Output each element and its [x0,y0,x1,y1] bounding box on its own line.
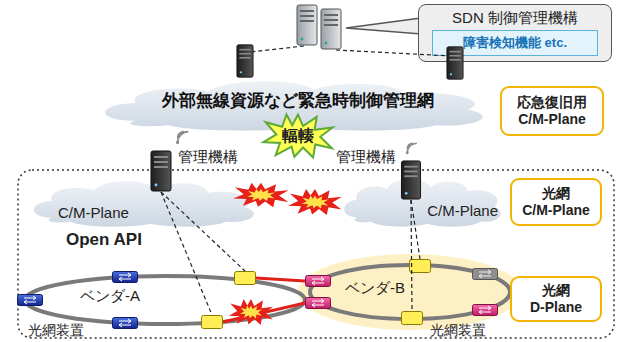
device-box [410,260,431,273]
plane-tag: 光網 D-Plane [510,276,602,322]
fault-burst [233,183,289,207]
device-label: 光網装置 [430,322,486,339]
device-box [402,312,423,325]
switch-icon [473,305,498,316]
node-text: C/M-Plane [427,202,498,220]
device-label: 光網装置 [28,322,84,339]
ring-network [310,265,510,319]
network-cloud: C/M-Plane [28,176,264,228]
fault-burst [288,189,342,215]
unit-label: 管理機構 [336,148,396,166]
vendor-b-area [298,254,522,330]
node-text: 応急復旧用 C/M-Plane [517,94,588,128]
fault-burst [229,299,273,325]
wireless-icon [406,143,417,154]
network-cloud: C/M-Plane [340,174,508,228]
api-label: Open API [66,230,142,250]
burst-outline [263,115,332,158]
vendor-label: ベンダ-B [345,279,405,297]
server-icon [151,151,171,191]
vendor-label: ベンダ-A [80,287,140,305]
congestion-burst: 輻輳 [262,113,334,159]
svg-line [161,192,212,315]
switch-icon [306,276,331,287]
cloud-shape [340,174,508,228]
svg-line [411,200,420,259]
switch-icon [306,298,331,309]
switch-icon [113,318,138,329]
switch-icon [473,269,498,280]
node-text: 輻輳 [282,126,314,145]
device-box [235,272,256,285]
callout-tail [346,18,421,34]
node-text: 外部無線資源など緊急時制御管理網 [162,91,434,111]
node-text: 障害検知機能 etc. [463,35,567,51]
cloud-outline [344,179,501,227]
server-icon [297,5,317,45]
server-icon [401,161,420,199]
svg-line [250,46,304,52]
server-icon [447,47,463,79]
cloud-outline [34,181,254,227]
link-line [256,278,305,281]
svg-line [411,200,412,311]
svg-line [336,50,452,56]
node-text: SDN 制御管理機構 [452,9,578,27]
optical-region [18,170,614,338]
dashed-links [161,46,452,315]
plane-tag: 光網 C/M-Plane [510,178,602,226]
device-box [202,316,223,329]
node-text: 光網 C/M-Plane [522,185,591,219]
node-text: 光網 D-Plane [529,282,583,316]
wireless-icon [176,132,188,144]
server-icon [237,45,253,77]
switch-icon [18,295,43,306]
unit-label: 管理機構 [178,148,238,166]
server-icon [321,9,341,49]
switch-icon [113,272,138,283]
node-text: C/M-Plane [58,204,129,222]
svg-line [161,192,245,271]
plane-tag: 応急復旧用 C/M-Plane [500,86,604,136]
